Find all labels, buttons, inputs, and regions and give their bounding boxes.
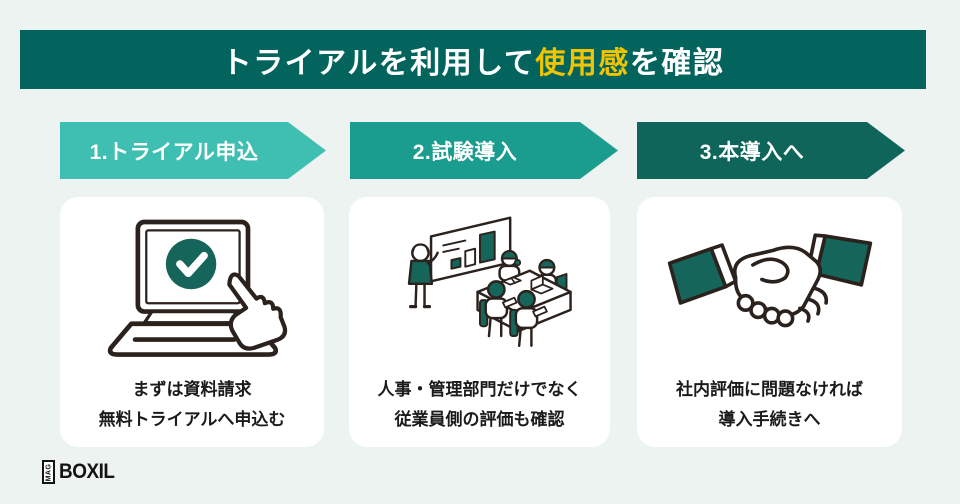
step-3-card: 社内評価に問題なければ 導入手続きへ bbox=[637, 197, 902, 447]
step-1-card: まずは資料請求 無料トライアルへ申込む bbox=[60, 197, 324, 447]
caption-line: 社内評価に問題なければ bbox=[676, 380, 863, 399]
step-3-label: 3.本導入へ bbox=[699, 140, 805, 164]
mag-badge-text: MAG bbox=[45, 463, 52, 481]
arrow-right-shape-icon bbox=[637, 122, 905, 179]
step-2-illustration bbox=[386, 209, 574, 367]
meeting-icon bbox=[407, 216, 572, 348]
title-highlight: 使用感 bbox=[535, 46, 630, 80]
title-banner: トライアルを利用して使用感を確認 bbox=[20, 30, 926, 89]
mag-badge: MAG bbox=[42, 460, 55, 484]
caption-line: 人事・管理部門だけでなく bbox=[377, 380, 582, 399]
step-2-card: 人事・管理部門だけでなく 従業員側の評価も確認 bbox=[349, 197, 610, 447]
caption-line: まずは資料請求 bbox=[132, 380, 252, 399]
step-1-caption: まずは資料請求 無料トライアルへ申込む bbox=[99, 375, 286, 435]
step-1-illustration bbox=[94, 209, 290, 367]
step-2-label: 2.試験導入 bbox=[412, 140, 518, 164]
title-pre: トライアルを利用して bbox=[221, 46, 536, 80]
caption-line: 従業員側の評価も確認 bbox=[394, 409, 565, 429]
step-2-caption: 人事・管理部門だけでなく 従業員側の評価も確認 bbox=[378, 375, 582, 435]
page-title: トライアルを利用して使用感を確認 bbox=[222, 38, 725, 82]
step-3-illustration bbox=[666, 209, 874, 367]
step-arrow-3: 3.本導入へ bbox=[637, 122, 905, 179]
boxil-logo-text: BOXIL bbox=[59, 460, 115, 483]
step-arrow-2: 2.試験導入 bbox=[350, 122, 618, 179]
step-3-caption: 社内評価に問題なければ 導入手続きへ bbox=[676, 375, 863, 435]
handshake-icon bbox=[667, 232, 872, 327]
step-1-label: 1.トライアル申込 bbox=[89, 140, 259, 164]
step-arrow-1: 1.トライアル申込 bbox=[60, 122, 326, 179]
arrow-right-shape-icon bbox=[350, 122, 618, 179]
laptop-check-icon bbox=[107, 219, 288, 357]
caption-line: 無料トライアルへ申込む bbox=[98, 409, 286, 429]
caption-line: 導入手続きへ bbox=[718, 409, 821, 429]
check-circle bbox=[165, 238, 217, 290]
pointer-hand-icon bbox=[227, 272, 288, 351]
arrow-right-shape-icon bbox=[60, 122, 326, 179]
boxil-mag-logo: MAG BOXIL bbox=[42, 460, 121, 484]
title-post: を確認 bbox=[629, 46, 725, 80]
